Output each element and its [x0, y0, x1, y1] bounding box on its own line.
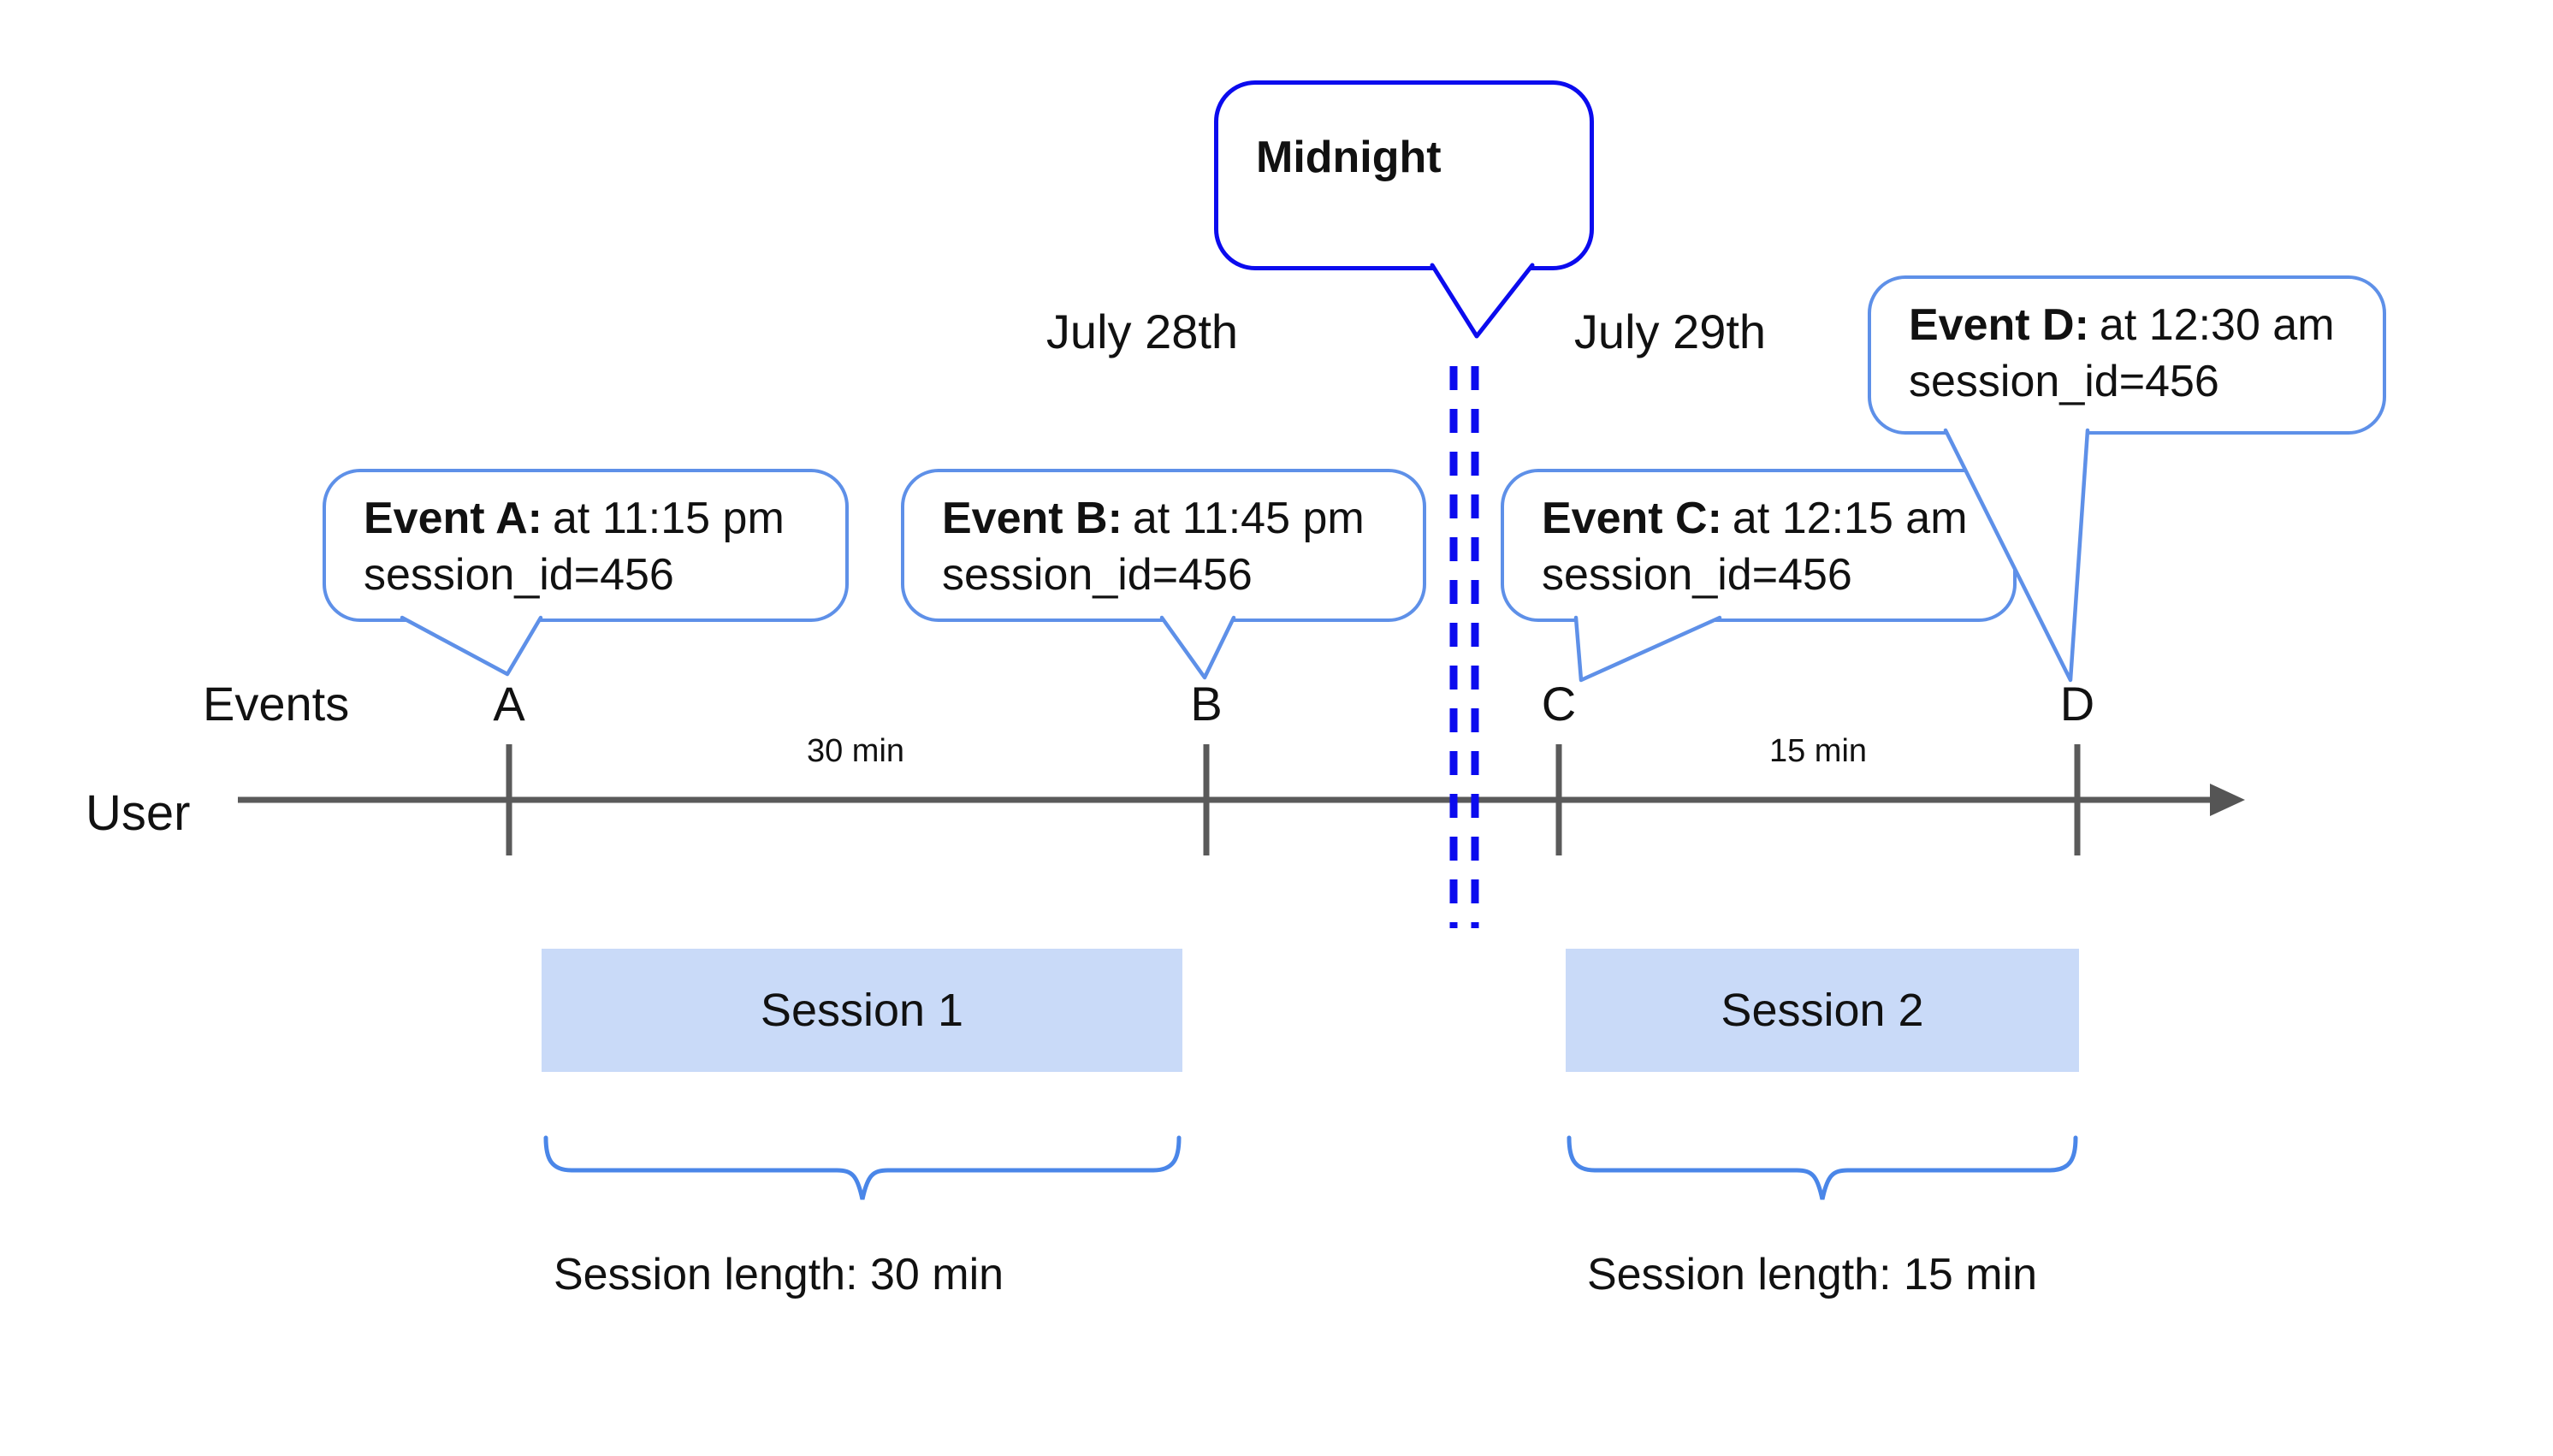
session-2-brace [1567, 1135, 2078, 1200]
event-a-time: at 11:15 pm [553, 494, 785, 543]
event-mark-b: B [1190, 677, 1223, 731]
event-a-tail-fill [402, 616, 541, 674]
event-c-time: at 12:15 am [1732, 494, 1968, 543]
session-1-box: Session 1 [542, 949, 1182, 1072]
user-lane-label: User [86, 785, 191, 841]
event-c-line1: Event C:at 12:15 am [1542, 490, 1987, 547]
event-c-session-id: session_id=456 [1542, 550, 1852, 600]
session-2-length-label: Session length: 15 min [1586, 1250, 2038, 1299]
event-b-title: Event B: [942, 494, 1122, 543]
event-b-time: at 11:45 pm [1132, 494, 1365, 543]
midnight-callout-label: Midnight [1256, 133, 1442, 182]
event-d-line1: Event D:at 12:30 am [1909, 297, 2357, 353]
interval-label-15min: 15 min [1768, 733, 1868, 769]
date-label-july-28: July 28th [1045, 305, 1239, 358]
session-2-box: Session 2 [1566, 949, 2079, 1072]
event-c-title: Event C: [1542, 494, 1722, 543]
event-b-callout: Event B:at 11:45 pm session_id=456 [901, 469, 1426, 622]
event-a-line1: Event A:at 11:15 pm [364, 490, 820, 547]
event-mark-a: A [493, 677, 525, 731]
date-label-july-29: July 29th [1573, 305, 1767, 358]
session-1-length-label: Session length: 30 min [553, 1250, 1004, 1299]
event-d-time: at 12:30 am [2099, 300, 2335, 350]
event-c-tail-fill [1576, 616, 1720, 680]
event-a-title: Event A: [364, 494, 542, 543]
session-2-label: Session 2 [1721, 985, 1924, 1036]
event-a-callout: Event A:at 11:15 pm session_id=456 [323, 469, 849, 622]
event-b-session-id: session_id=456 [942, 550, 1253, 600]
session-1-brace [543, 1135, 1182, 1200]
event-a-tail-outline [400, 615, 543, 677]
event-b-callout-tail [1159, 615, 1236, 680]
event-b-tail-outline [1159, 615, 1236, 680]
midnight-callout: Midnight [1214, 80, 1594, 270]
event-d-callout: Event D:at 12:30 am session_id=456 [1868, 275, 2386, 435]
session-1-label: Session 1 [760, 985, 964, 1036]
event-d-session-id: session_id=456 [1909, 357, 2219, 406]
event-c-tail-outline [1573, 615, 1722, 683]
event-d-title: Event D: [1909, 300, 2089, 350]
event-c-callout-tail [1573, 615, 1722, 683]
timeline-arrowhead-icon [2210, 784, 2245, 816]
event-a-session-id: session_id=456 [364, 550, 674, 600]
event-b-line1: Event B:at 11:45 pm [942, 490, 1397, 547]
event-mark-d: D [2059, 677, 2095, 731]
event-a-callout-tail [400, 615, 543, 677]
interval-label-30min: 30 min [806, 733, 905, 769]
event-mark-c: C [1541, 677, 1577, 731]
events-axis-label: Events [203, 677, 350, 731]
event-b-tail-fill [1162, 616, 1234, 678]
event-c-callout: Event C:at 12:15 am session_id=456 [1501, 469, 2017, 622]
